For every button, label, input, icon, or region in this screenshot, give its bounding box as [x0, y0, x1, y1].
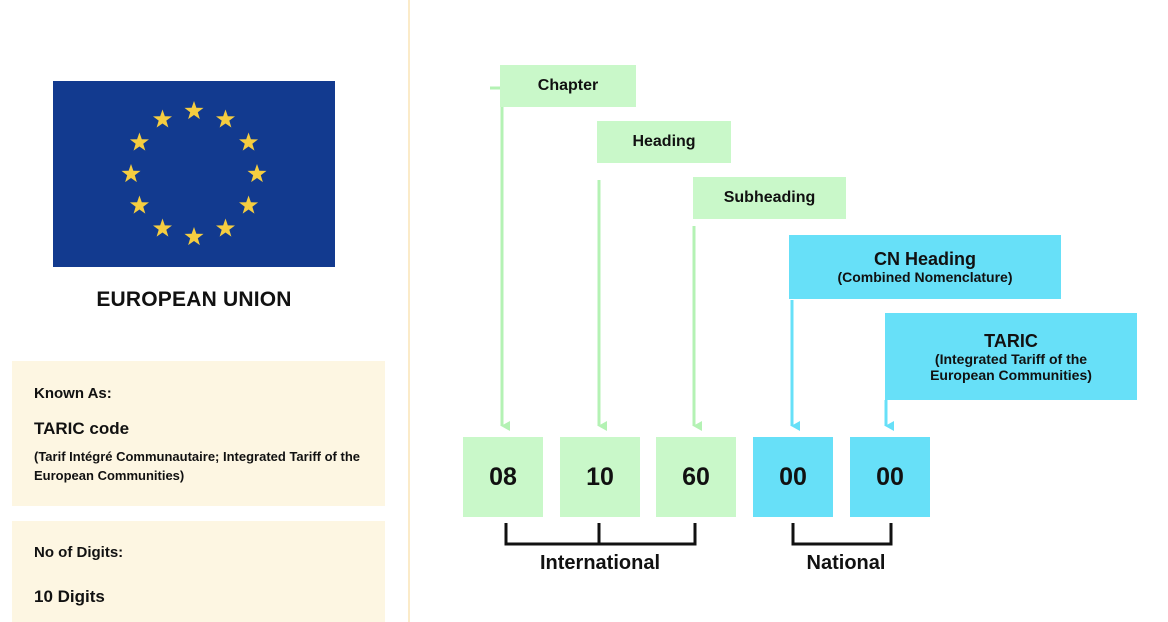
digit-box-taric: 00 — [850, 437, 930, 517]
heading-label-box: Heading — [597, 121, 731, 163]
international-label: International — [539, 552, 660, 574]
star-icon — [247, 164, 267, 183]
known-as-value: TARIC code — [34, 419, 130, 438]
star-icon — [152, 218, 173, 237]
chapter-connector — [490, 86, 510, 431]
subheading-label-box: Subheading — [693, 177, 846, 219]
taric-subtitle: (Integrated Tariff of the European Commu… — [930, 350, 1092, 383]
digit-box-heading: 10 — [560, 437, 640, 517]
digits-value: 10 Digits — [34, 587, 105, 606]
panel-divider — [408, 0, 410, 622]
star-icon — [129, 132, 149, 151]
subheading-label: Subheading — [723, 189, 816, 206]
cn-heading-box: CN Heading (Combined Nomenclature) — [789, 235, 1061, 299]
known-as-description: (Tarif Intégré Communautaire; Integrated… — [34, 449, 360, 483]
national-bracket — [791, 523, 893, 546]
known-as-label: Known As: — [34, 385, 112, 402]
star-icon — [215, 109, 236, 128]
international-bracket — [504, 523, 697, 546]
chapter-label: Chapter — [537, 77, 599, 94]
digit-box-subheading: 60 — [656, 437, 736, 517]
region-title: EUROPEAN UNION — [96, 288, 292, 311]
star-icon — [152, 109, 173, 128]
digit-box-cn-heading: 00 — [753, 437, 833, 517]
star-icon — [239, 132, 259, 151]
star-icon — [184, 227, 204, 246]
star-icon — [184, 101, 204, 120]
star-icon — [239, 195, 259, 214]
digits-box: No of Digits: 10 Digits — [12, 521, 385, 622]
star-icon — [215, 218, 236, 237]
chapter-label-box: Chapter — [500, 65, 636, 107]
national-label: National — [806, 552, 886, 574]
digit-box-chapter: 08 — [463, 437, 543, 517]
taric-box: TARIC (Integrated Tariff of the European… — [885, 313, 1137, 400]
star-icon — [129, 195, 149, 214]
heading-label: Heading — [632, 133, 696, 150]
cn-heading-title: CN Heading — [873, 249, 976, 269]
cn-heading-subtitle: (Combined Nomenclature) — [837, 269, 1013, 285]
star-icon — [121, 164, 141, 183]
eu-stars-icon — [121, 101, 267, 246]
known-as-box: Known As: TARIC code (Tarif Intégré Comm… — [12, 361, 385, 506]
digits-label: No of Digits: — [34, 544, 124, 561]
taric-title: TARIC — [984, 330, 1038, 351]
eu-flag — [53, 81, 335, 267]
